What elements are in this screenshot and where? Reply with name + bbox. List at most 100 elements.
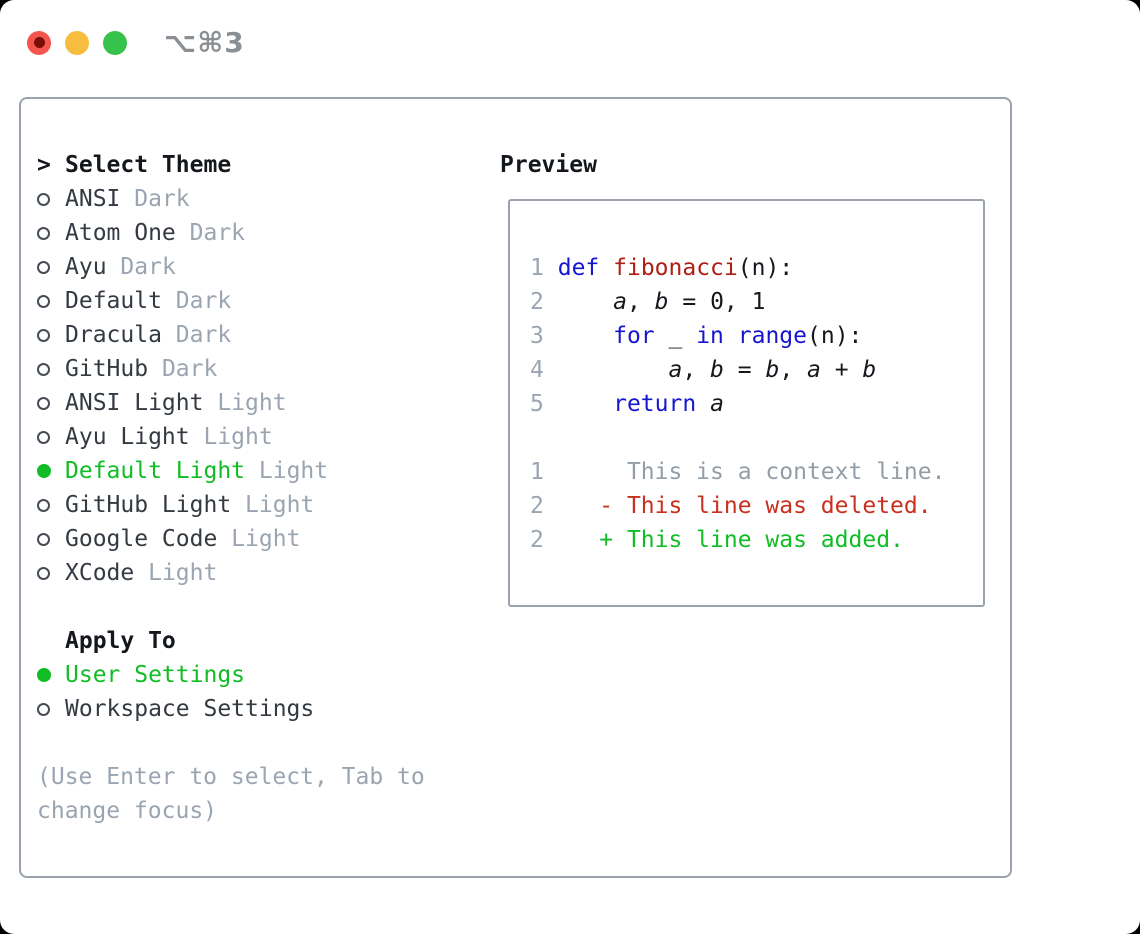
code-line: 4 a, b = b, a + b xyxy=(530,353,983,387)
radio-icon xyxy=(37,498,50,512)
theme-variant: Light xyxy=(148,560,218,586)
theme-variant: Light xyxy=(203,424,273,450)
titlebar: ⌥⌘3 xyxy=(27,26,245,59)
theme-item-label: Atom One Dark xyxy=(65,216,245,250)
blank-line xyxy=(530,421,983,455)
theme-item-label: Default Light Light xyxy=(65,454,328,488)
zoom-button[interactable] xyxy=(103,30,127,55)
theme-variant: Dark xyxy=(175,288,232,314)
code-token: range xyxy=(737,323,808,349)
code-token xyxy=(544,391,613,417)
code-token xyxy=(544,357,669,383)
minimize-button[interactable] xyxy=(65,30,89,55)
apply-option-label: Workspace Settings xyxy=(65,696,315,722)
radio-slot xyxy=(37,566,65,580)
theme-item-label: Dracula Dark xyxy=(65,318,231,352)
theme-name: Google Code xyxy=(65,526,218,552)
radio-icon xyxy=(37,362,50,376)
theme-item-label: Default Dark xyxy=(65,284,231,318)
theme-name: GitHub Light xyxy=(65,492,232,518)
apply-option-user-settings[interactable]: User Settings xyxy=(37,658,489,692)
code-line: 5 return a xyxy=(530,387,983,421)
theme-name: Dracula xyxy=(65,322,162,348)
radio-slot xyxy=(37,464,65,478)
theme-item-xcode[interactable]: XCode Light xyxy=(37,556,489,590)
radio-slot xyxy=(37,702,65,716)
radio-slot xyxy=(37,226,65,240)
code-line: 2 a, b = 0, 1 xyxy=(530,285,983,319)
theme-item-label: ANSI Dark xyxy=(65,182,190,216)
theme-item-atom-one[interactable]: Atom One Dark xyxy=(37,216,489,250)
radio-icon xyxy=(37,328,50,342)
theme-item-default-light[interactable]: Default Light Light xyxy=(37,454,489,488)
radio-slot xyxy=(37,192,65,206)
code-token: a xyxy=(613,289,627,315)
theme-item-google-code[interactable]: Google Code Light xyxy=(37,522,489,556)
apply-option-workspace-settings[interactable]: Workspace Settings xyxy=(37,692,489,726)
radio-selected-icon xyxy=(37,464,51,478)
radio-icon xyxy=(37,532,50,546)
code-token: = xyxy=(723,357,766,383)
code-token: = 0, 1 xyxy=(668,289,766,315)
theme-item-label: Ayu Dark xyxy=(65,250,176,284)
radio-icon xyxy=(37,702,50,716)
line-number: 2 xyxy=(530,493,544,519)
theme-variant: Dark xyxy=(189,220,246,246)
code-token xyxy=(599,255,613,281)
theme-item-ansi[interactable]: ANSI Dark xyxy=(37,182,489,216)
theme-variant: Light xyxy=(258,458,329,484)
radio-slot xyxy=(37,260,65,274)
code-token: + xyxy=(820,357,863,383)
radio-slot xyxy=(37,362,65,376)
theme-item-github-light[interactable]: GitHub Light Light xyxy=(37,488,489,522)
diff-text: + This line was added. xyxy=(543,527,904,553)
spacer xyxy=(37,590,489,624)
line-number: 1 xyxy=(530,255,544,281)
theme-item-ayu-light[interactable]: Ayu Light Light xyxy=(37,420,489,454)
theme-item-label: XCode Light xyxy=(65,556,217,590)
theme-name: Default Light xyxy=(65,458,246,484)
code-token: b xyxy=(862,357,877,383)
line-number: 1 xyxy=(530,459,544,485)
caret-icon: > xyxy=(37,152,51,178)
theme-item-default[interactable]: Default Dark xyxy=(37,284,489,318)
theme-item-label: Ayu Light Light xyxy=(65,420,273,454)
close-button[interactable] xyxy=(27,30,51,55)
hint-text: (Use Enter to select, Tab to change focu… xyxy=(37,764,425,824)
line-number: 5 xyxy=(530,391,544,417)
line-number: 3 xyxy=(530,323,544,349)
theme-variant: Dark xyxy=(120,254,176,280)
theme-item-github[interactable]: GitHub Dark xyxy=(37,352,489,386)
apply-to-title: Apply To xyxy=(65,628,176,654)
theme-item-label: GitHub Dark xyxy=(65,352,217,386)
theme-item-ayu[interactable]: Ayu Dark xyxy=(37,250,489,284)
theme-item-label: GitHub Light Light xyxy=(65,488,314,522)
theme-item-ansi-light[interactable]: ANSI Light Light xyxy=(37,386,489,420)
window-title: ⌥⌘3 xyxy=(164,26,245,59)
theme-name: XCode xyxy=(65,560,135,586)
line-number: 2 xyxy=(530,527,544,553)
theme-variant: Dark xyxy=(161,356,218,382)
close-dot-icon xyxy=(33,37,45,48)
code-line: 1 def fibonacci(n): xyxy=(530,251,983,285)
radio-slot xyxy=(37,668,65,682)
diff-text: - This line was deleted. xyxy=(543,493,932,519)
radio-icon xyxy=(37,260,50,274)
code-token: in xyxy=(696,323,724,349)
theme-item-dracula[interactable]: Dracula Dark xyxy=(37,318,489,352)
code-token: , xyxy=(682,357,711,383)
theme-variant: Light xyxy=(245,492,315,518)
code-token xyxy=(544,323,613,349)
radio-slot xyxy=(37,396,65,410)
radio-icon xyxy=(37,294,50,308)
theme-item-label: Google Code Light xyxy=(65,522,300,556)
preview-title: Preview xyxy=(500,152,597,178)
radio-icon xyxy=(37,192,50,206)
code-token: a xyxy=(668,357,683,383)
radio-selected-icon xyxy=(37,668,51,682)
